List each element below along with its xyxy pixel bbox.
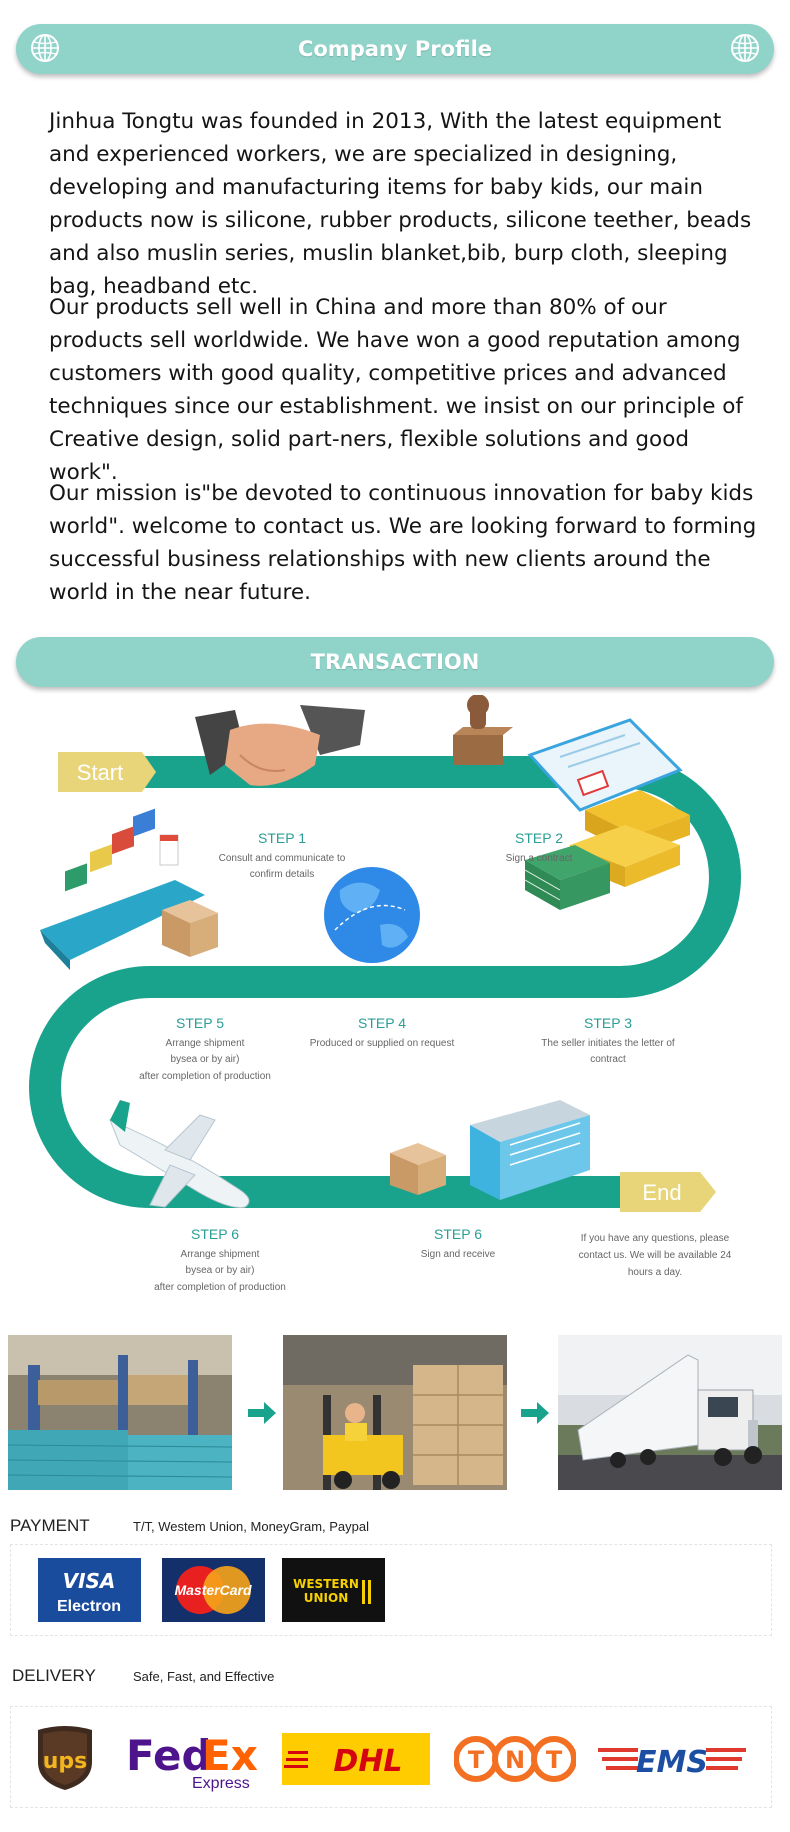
svg-text:Sign and receive: Sign and receive: [421, 1249, 496, 1260]
world-globe-icon: [324, 867, 420, 963]
svg-text:Arrange shipment: Arrange shipment: [166, 1038, 245, 1049]
cardboard-box-icon: [162, 900, 218, 957]
svg-text:Express: Express: [192, 1775, 250, 1792]
svg-text:WESTERN: WESTERN: [293, 1577, 359, 1591]
svg-text:Arrange shipment: Arrange shipment: [181, 1249, 260, 1260]
step-4-label: STEP 4 Produced or supplied on request: [310, 1015, 455, 1049]
svg-text:Consult and communicate to: Consult and communicate to: [219, 853, 346, 864]
cargo-ship-icon: [40, 808, 205, 970]
svg-text:STEP 5: STEP 5: [176, 1015, 224, 1031]
company-profile-title: Company Profile: [297, 37, 493, 61]
warehouse-icon: [470, 1100, 590, 1200]
delivery-logos-box: [10, 1706, 772, 1808]
start-tag: Start: [58, 752, 156, 792]
svg-text:If you have any questions, ple: If you have any questions, please: [581, 1233, 730, 1244]
end-label: End: [642, 1180, 681, 1205]
svg-text:after completion of production: after completion of production: [139, 1071, 271, 1082]
svg-text:Sign a contract: Sign a contract: [506, 853, 573, 864]
step-5-label: STEP 5 Arrange shipment bysea or by air)…: [139, 1015, 271, 1082]
svg-text:bysea or by air): bysea or by air): [171, 1054, 240, 1065]
package-box-icon: [390, 1143, 446, 1195]
step-2-label: STEP 2 Sign a contract: [506, 830, 573, 864]
company-profile-banner: Company Profile: [16, 24, 774, 74]
svg-text:VISA: VISA: [63, 1569, 116, 1593]
arrow-right-icon: [248, 1402, 276, 1424]
profile-paragraph-2: Our products sell well in China and more…: [49, 295, 743, 485]
delivery-label: DELIVERY: [12, 1666, 96, 1685]
end-tag: End: [620, 1172, 716, 1212]
handshake-icon: [195, 705, 365, 786]
fedex-logo: Fed Ex Express: [126, 1731, 258, 1792]
transaction-banner: TRANSACTION: [16, 637, 774, 687]
svg-text:Ex: Ex: [202, 1731, 258, 1780]
svg-text:after completion of production: after completion of production: [154, 1282, 286, 1293]
start-label: Start: [77, 760, 123, 785]
stamp-icon: [453, 695, 513, 765]
mastercard-logo: MasterCard: [162, 1558, 265, 1622]
globe-icon: [31, 34, 59, 62]
svg-text:STEP 2: STEP 2: [515, 830, 563, 846]
contract-icon: [527, 718, 683, 812]
transaction-title: TRANSACTION: [310, 650, 480, 674]
payment-logos-box: [10, 1544, 772, 1636]
contact-note: If you have any questions, please contac…: [579, 1233, 732, 1278]
profile-paragraph-3: Our mission is"be devoted to continuous …: [49, 481, 757, 605]
svg-text:STEP 6: STEP 6: [191, 1226, 239, 1242]
profile-paragraph-1: Jinhua Tongtu was founded in 2013, With …: [49, 109, 752, 299]
svg-text:ups: ups: [43, 1749, 88, 1774]
forklift-photo: [283, 1335, 507, 1490]
ups-logo: ups: [38, 1726, 92, 1790]
dhl-logo: DHL: [282, 1733, 430, 1785]
svg-text:bysea or by air): bysea or by air): [186, 1265, 255, 1276]
visa-electron-logo: VISA Electron: [38, 1558, 141, 1622]
svg-text:contact us. We will be availab: contact us. We will be available 24: [579, 1250, 732, 1261]
tnt-logo: T N T: [454, 1736, 576, 1782]
svg-text:contract: contract: [590, 1054, 626, 1065]
arrow-right-icon: [521, 1402, 549, 1424]
money-stack-icon: [524, 845, 610, 910]
payment-label: PAYMENT: [10, 1516, 90, 1535]
truck-photo: [558, 1335, 782, 1490]
warehouse-photo: [8, 1335, 232, 1490]
ems-logo: EMS: [598, 1745, 746, 1780]
svg-text:MasterCard: MasterCard: [174, 1582, 251, 1598]
step-3-label: STEP 3 The seller initiates the letter o…: [541, 1015, 675, 1065]
process-track: [29, 756, 741, 1208]
svg-text:T: T: [468, 1746, 485, 1774]
svg-text:T: T: [546, 1746, 563, 1774]
svg-text:STEP 1: STEP 1: [258, 830, 306, 846]
svg-text:EMS: EMS: [636, 1745, 708, 1780]
svg-text:N: N: [505, 1746, 525, 1774]
svg-text:STEP 3: STEP 3: [584, 1015, 632, 1031]
svg-text:UNION: UNION: [304, 1591, 349, 1605]
svg-text:DHL: DHL: [333, 1744, 402, 1779]
svg-text:confirm details: confirm details: [250, 869, 314, 880]
step-1-label: STEP 1 Consult and communicate to confir…: [219, 830, 346, 880]
svg-text:Produced or supplied on reques: Produced or supplied on request: [310, 1038, 455, 1049]
payment-methods: T/T, Westem Union, MoneyGram, Paypal: [133, 1519, 370, 1534]
western-union-logo: WESTERN UNION: [282, 1558, 385, 1622]
svg-text:The seller initiates the lette: The seller initiates the letter of: [541, 1038, 675, 1049]
svg-text:Fed: Fed: [126, 1731, 212, 1780]
svg-text:hours a day.: hours a day.: [628, 1267, 682, 1278]
transaction-process-diagram: Start End: [29, 695, 741, 1293]
svg-text:Electron: Electron: [57, 1598, 121, 1615]
step-6-ship-label: STEP 6 Arrange shipment bysea or by air)…: [154, 1226, 286, 1293]
delivery-text: Safe, Fast, and Effective: [133, 1669, 275, 1684]
airplane-icon: [109, 1100, 250, 1208]
svg-text:STEP 4: STEP 4: [358, 1015, 406, 1031]
step-6-receive-label: STEP 6 Sign and receive: [421, 1226, 496, 1260]
globe-icon: [731, 34, 759, 62]
svg-text:STEP 6: STEP 6: [434, 1226, 482, 1242]
